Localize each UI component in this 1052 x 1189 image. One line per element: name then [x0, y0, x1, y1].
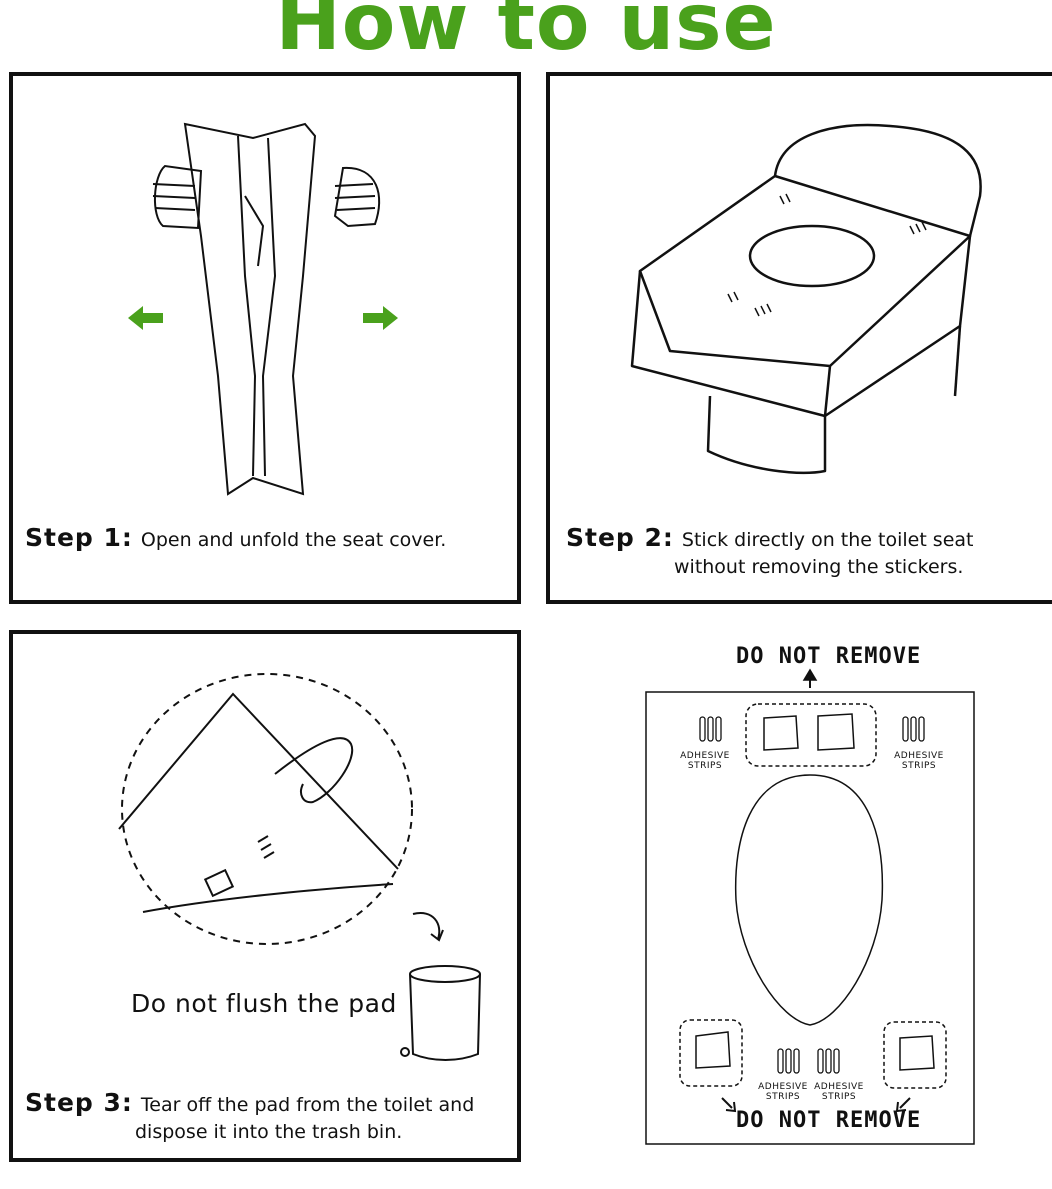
- arrow-downleft-icon: [895, 1097, 911, 1113]
- step-1-panel: Step 1: Open and unfold the seat cover.: [9, 72, 521, 604]
- step-3-panel: Do not flush the pad Step 3: Tear off the…: [9, 630, 521, 1162]
- do-not-remove-top: DO NOT REMOVE: [736, 644, 922, 669]
- step-3-text-1: Tear off the pad from the toilet and: [140, 1094, 475, 1116]
- tear-pad-illustration: [118, 673, 481, 1061]
- step-3-label: Step 3:: [25, 1088, 133, 1117]
- step-1-label: Step 1:: [25, 523, 133, 552]
- arrow-left-icon: [128, 306, 163, 330]
- step-2-text-2: without removing the stickers.: [674, 556, 964, 578]
- step-2-label: Step 2:: [566, 523, 674, 552]
- step-1-text: Open and unfold the seat cover.: [140, 529, 447, 551]
- arrow-downright-icon: [721, 1097, 737, 1113]
- step-3-caption: Step 3: Tear off the pad from the toilet …: [25, 1089, 474, 1146]
- no-flush-note: Do not flush the pad: [131, 989, 397, 1018]
- arrow-up-icon: [802, 668, 818, 681]
- step-2-text-1: Stick directly on the toilet seat: [681, 529, 974, 551]
- arrow-right-icon: [363, 306, 398, 330]
- step-3-text-2: dispose it into the trash bin.: [135, 1121, 403, 1143]
- step-2-caption: Step 2: Stick directly on the toilet seat…: [566, 524, 973, 581]
- unfold-cover-illustration: [128, 122, 398, 496]
- page-title: How to use: [275, 0, 777, 68]
- step-2-panel: Step 2: Stick directly on the toilet seat…: [546, 72, 1052, 604]
- step-1-caption: Step 1: Open and unfold the seat cover.: [25, 524, 446, 554]
- seat-cover-diagram: [645, 668, 975, 1145]
- toilet-cover-illustration: [630, 123, 982, 475]
- do-not-remove-bottom: DO NOT REMOVE: [736, 1108, 922, 1133]
